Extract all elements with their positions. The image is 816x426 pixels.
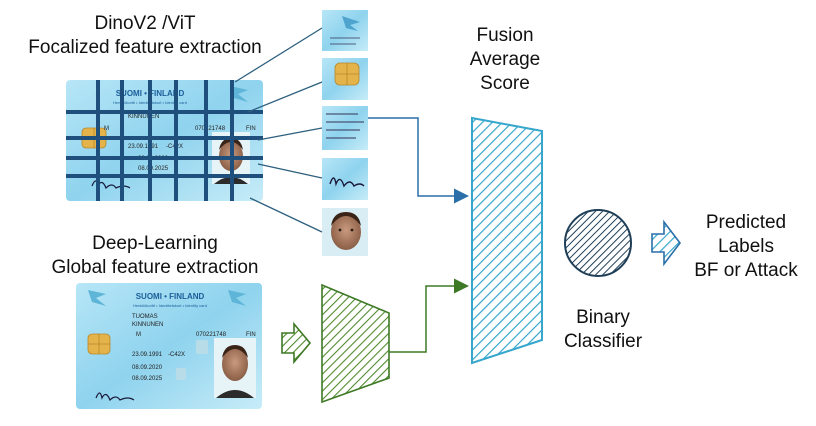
bottom-card-surname: KINNUNEN	[132, 322, 163, 328]
fusion-block	[471, 116, 543, 365]
bottom-card-number: 070221748	[196, 332, 227, 338]
bottom-id-card: SUOMI • FINLAND Henkilökortti • Identite…	[76, 283, 262, 409]
focal-to-fusion-arrow	[368, 117, 469, 204]
focalized-label-line2: Focalized feature extraction	[28, 37, 262, 58]
bottom-card-personal-code: -C42X	[168, 352, 185, 358]
patch-4	[322, 158, 368, 200]
card-birth-date: 23.09.1991	[128, 144, 159, 150]
patch-face-photo	[331, 214, 361, 250]
patch-5	[322, 208, 368, 256]
output-label-line1: Predicted	[705, 212, 787, 233]
card-nationality: FIN	[246, 126, 256, 132]
card-surname: KINNUNEN	[128, 114, 159, 120]
output-label-line3: BF or Attack	[694, 260, 798, 281]
global-label-line2: Global feature extraction	[51, 257, 259, 278]
bird-logo-icon	[230, 86, 248, 102]
focalized-extraction-label: DinoV2 /ViT Focalized feature extraction	[0, 12, 290, 60]
fusion-label-line2: Average	[469, 49, 541, 70]
binary-classifier-node	[564, 209, 632, 277]
bottom-card-birth-date: 23.09.1991	[132, 352, 163, 358]
output-label: Predicted Labels BF or Attack	[678, 211, 814, 283]
global-label-line1: Deep-Learning	[92, 233, 218, 254]
card-sex: M	[104, 126, 109, 132]
patch-3	[322, 106, 368, 150]
bottom-card-expiry-date: 08.09.2025	[132, 376, 163, 382]
global-extraction-label: Deep-Learning Global feature extraction	[10, 232, 300, 280]
bottom-card-given-name: TUOMAS	[132, 314, 158, 320]
classifier-label: Binary Classifier	[548, 306, 658, 354]
dl-input-arrow-icon	[281, 321, 312, 365]
bottom-card-sex: M	[136, 332, 141, 338]
card-expiry-date: 08.09.2025	[138, 166, 169, 172]
bottom-bird-logo-icon	[88, 290, 106, 306]
bottom-card-header: SUOMI • FINLAND	[136, 292, 205, 301]
patch-connectors	[234, 27, 323, 233]
fusion-label-line1: Fusion	[476, 25, 534, 46]
focalized-label-line1: DinoV2 /ViT	[94, 13, 196, 34]
card-number: 070221748	[195, 126, 226, 132]
patch-crops	[322, 10, 368, 256]
classifier-label-line2: Classifier	[563, 331, 643, 352]
output-label-line2: Labels	[718, 236, 774, 257]
dl-to-fusion-arrow	[389, 278, 469, 353]
patch-1	[322, 10, 368, 51]
patch-grid	[66, 80, 263, 201]
top-id-card: SUOMI • FINLAND Henkilökortti • Identite…	[66, 80, 263, 201]
bottom-card-issue-date: 08.09.2020	[132, 365, 163, 371]
bottom-card-nationality: FIN	[246, 332, 256, 338]
bottom-card-subheader: Henkilökortti • Identitetskort • Identit…	[133, 303, 207, 308]
bottom-face-photo	[222, 347, 248, 381]
fusion-label: Fusion Average Score	[450, 24, 560, 96]
deep-learning-model-block	[321, 283, 390, 404]
fusion-label-line3: Score	[480, 73, 530, 94]
output-arrow-icon	[651, 219, 682, 267]
patch-2	[322, 58, 368, 100]
bottom-signature	[95, 392, 135, 402]
classifier-label-line1: Binary	[576, 307, 630, 328]
